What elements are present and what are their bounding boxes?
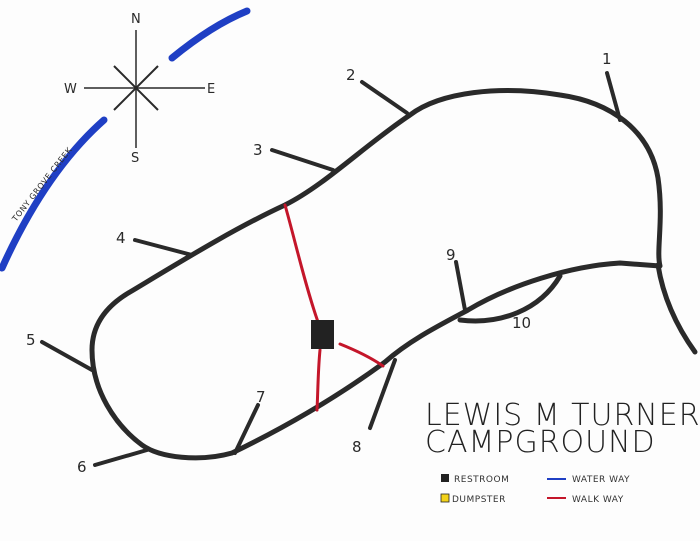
site-number-4: 4	[116, 229, 126, 247]
site-spur-8	[368, 358, 397, 430]
legend-water-way-label: WATER WAY	[572, 475, 630, 485]
site-number-9: 9	[446, 246, 456, 264]
site-spur-2	[360, 80, 409, 115]
site-spur-4	[133, 238, 194, 257]
legend: RESTROOM DUMPSTER WATER WAY WALK WAY	[440, 474, 630, 505]
restroom-icon	[311, 320, 334, 349]
site-numbers: 1 2 3 4 5 6 7 8 9 10	[26, 50, 612, 476]
site-number-8: 8	[352, 438, 362, 456]
site-number-5: 5	[26, 331, 36, 349]
map-title: LEWIS M TURNER CAMPGROUND	[425, 398, 700, 460]
main-loop-road	[89, 88, 663, 461]
walk-way-southeast	[338, 342, 385, 368]
legend-restroom-label: RESTROOM	[454, 475, 509, 485]
site-number-1: 1	[602, 50, 612, 68]
compass-west: W	[64, 82, 77, 97]
creek-segment-upper	[168, 7, 251, 62]
site-number-6: 6	[77, 458, 87, 476]
compass-east: E	[207, 82, 215, 97]
site-spur-3	[270, 148, 335, 172]
creek-segment-lower	[0, 116, 108, 272]
compass-diagonal-2	[113, 65, 159, 111]
site-spur-7	[233, 403, 260, 455]
compass-south: S	[131, 151, 139, 166]
east-extension-road	[655, 262, 698, 355]
legend-dumpster-label: DUMPSTER	[452, 495, 506, 505]
site-spur-5	[40, 340, 94, 372]
creek-label: TONY GROVE CREEK	[10, 145, 74, 224]
site-spurs	[40, 71, 622, 467]
title-line-2: CAMPGROUND	[425, 425, 656, 460]
walk-way-southwest	[315, 348, 322, 412]
compass-rose-icon: N S E W	[64, 12, 215, 166]
site-number-7: 7	[256, 388, 266, 406]
site-number-2: 2	[346, 66, 356, 84]
dumpster-icon	[440, 493, 450, 503]
legend-walk-way-label: WALK WAY	[572, 495, 624, 505]
site-spur-6	[93, 448, 149, 467]
compass-north: N	[131, 12, 141, 27]
inner-spur-road	[457, 273, 563, 324]
title-line-1: LEWIS M TURNER	[425, 398, 700, 433]
legend-restroom-swatch	[441, 474, 449, 482]
walk-way-north	[283, 203, 320, 324]
site-number-3: 3	[253, 141, 263, 159]
site-spur-1	[605, 71, 622, 122]
walk-ways	[283, 203, 385, 412]
site-spur-9	[454, 260, 467, 312]
site-number-10: 10	[512, 314, 531, 332]
